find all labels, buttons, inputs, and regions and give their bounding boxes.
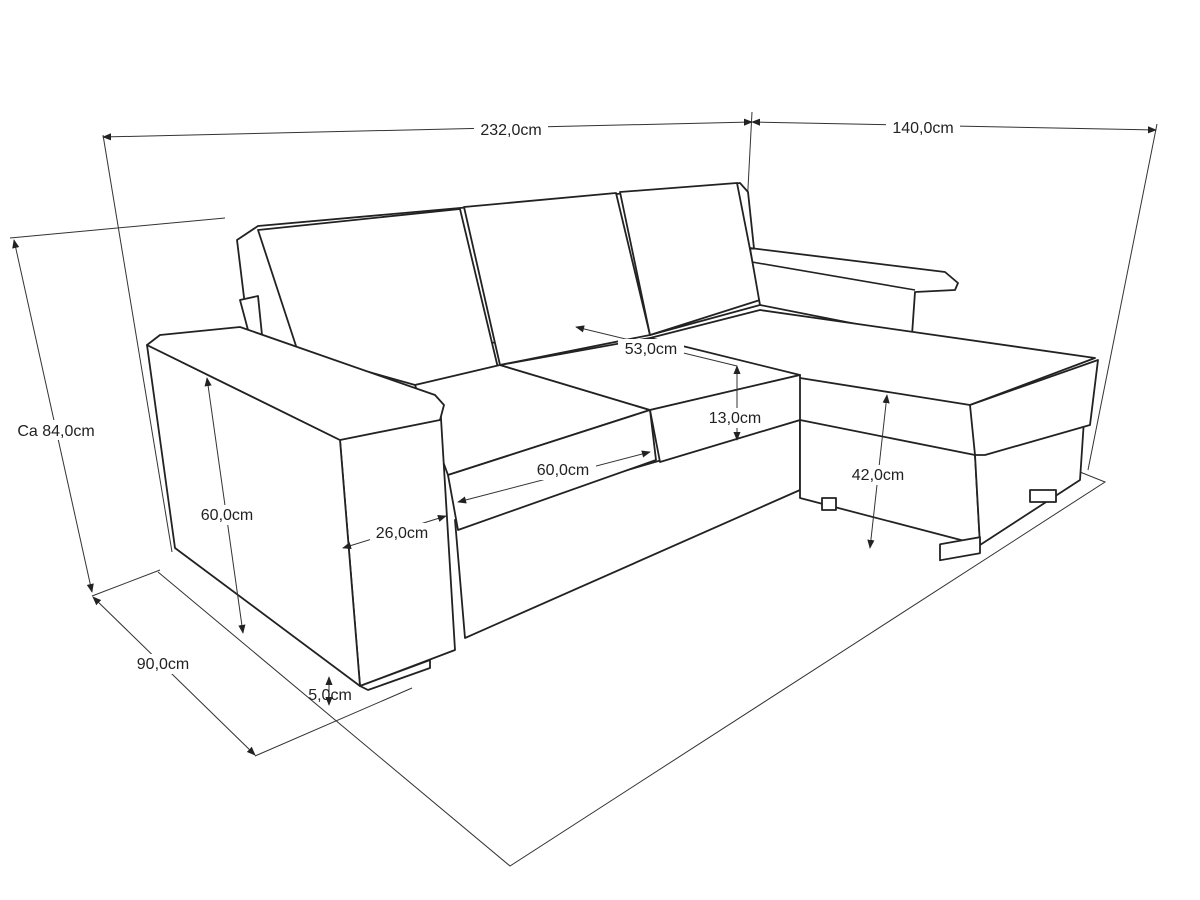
floor-outline [157,463,1107,867]
label-total-width: 232,0cm [480,122,541,139]
label-cushion-thickness: 13,0cm [709,410,761,427]
label-leg-height: 5,0cm [308,687,352,704]
label-height: Ca 84,0cm [17,423,94,440]
label-depth: 90,0cm [137,656,189,673]
label-seat-width: 60,0cm [537,462,589,479]
label-seat-depth: 53,0cm [625,341,677,358]
label-chaise-depth: 140,0cm [892,120,953,137]
sofa [146,182,1099,691]
label-armrest-width: 26,0cm [376,525,428,542]
left-armrest-top [146,326,445,441]
label-seat-height: 42,0cm [852,467,904,484]
chaise-armrest [749,247,959,336]
dimension-labels: 232,0cm 140,0cm Ca 84,0cm 90,0cm 60,0cm … [10,118,960,704]
label-armrest-height: 60,0cm [201,507,253,524]
